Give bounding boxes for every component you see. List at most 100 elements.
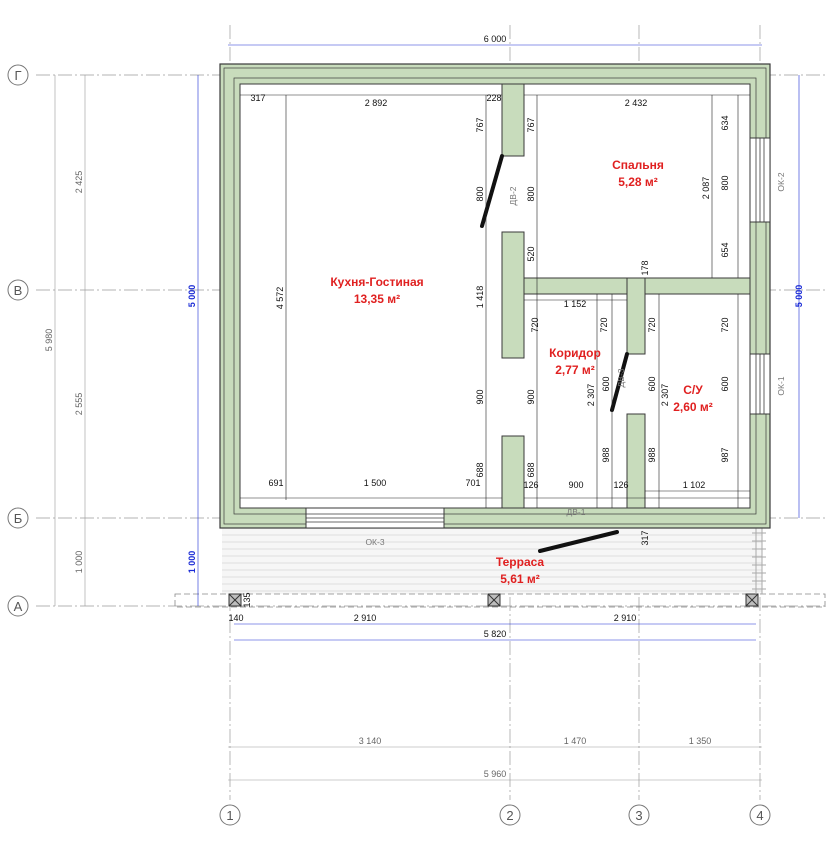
dim-bed-gap-178: 178 (640, 260, 650, 275)
interior-dimensions (240, 94, 750, 508)
axis-label-g: Г (14, 68, 21, 83)
axis-bubble-2 (499, 804, 521, 826)
wall-kitchen-mid (501, 231, 525, 359)
exterior-walls (219, 63, 771, 529)
window-label-ok-3: ОК-3 (365, 537, 384, 547)
axis-bubble-g (7, 64, 29, 86)
wall-bath-bottom (626, 413, 646, 509)
dim-bath-720: 720 (647, 317, 657, 332)
axis-label-v: В (14, 283, 23, 298)
dim-terrace-2910-b: 2 910 (614, 613, 637, 623)
axis-bubbles: Г В Б А 1 2 3 4 (7, 64, 771, 826)
dim-bottom-3140: 3 140 (359, 736, 382, 746)
axis-label-b: Б (14, 511, 23, 526)
dim-bedroom-800: 800 (720, 175, 730, 190)
dim-right-blue-5000: 5 000 (794, 285, 804, 308)
door-label-dv-3: ДВ-3 (616, 368, 626, 387)
dim-kitchen-228: 228 (486, 93, 501, 103)
room-kitchen-living: Кухня-Гостиная 13,35 м² (330, 275, 423, 306)
dim-corridor-1152: 1 152 (564, 299, 587, 309)
outer-dimensions (197, 44, 800, 641)
axis-bubble-1 (219, 804, 241, 826)
room-area-kitchen: 13,35 м² (354, 292, 400, 306)
windows (305, 137, 771, 529)
window-ok-1 (749, 353, 771, 415)
dim-bedroom-654: 654 (720, 242, 730, 257)
dim-post-135: 135 (242, 592, 252, 607)
dim-part-in-520: 520 (526, 246, 536, 261)
room-area-bathroom: 2,60 м² (673, 400, 713, 414)
axis-bubble-b (7, 507, 29, 529)
dim-bedroom-634: 634 (720, 115, 730, 130)
room-area-corridor: 2,77 м² (555, 363, 595, 377)
interior-walls (501, 83, 751, 509)
door-label-dv-2: ДВ-2 (508, 186, 518, 205)
terrace-deck (174, 528, 826, 608)
dim-part-in-688: 688 (526, 462, 536, 477)
window-ok-2 (749, 137, 771, 223)
dim-bath-r-600: 600 (720, 376, 730, 391)
dim-left-1000: 1 000 (74, 551, 84, 574)
dim-part-in-767: 767 (526, 117, 536, 132)
dim-top-total: 6 000 (484, 34, 507, 44)
dim-porch-317: 317 (640, 530, 650, 545)
room-corridor: Коридор 2,77 м² (549, 346, 601, 377)
door-dv-2-leaf (480, 154, 504, 228)
dim-kitchen-2892: 2 892 (365, 98, 388, 108)
dim-bath-1102: 1 102 (683, 480, 706, 490)
dim-post-140: 140 (228, 613, 243, 623)
room-name-corridor: Коридор (549, 346, 601, 360)
dim-left-5980: 5 980 (44, 329, 54, 352)
dim-bath-2307: 2 307 (660, 384, 670, 407)
doors (480, 154, 629, 553)
axis-bubble-4 (749, 804, 771, 826)
dim-bottom-1350: 1 350 (689, 736, 712, 746)
outer-dim-grey (54, 75, 762, 781)
room-bedroom: Спальня 5,28 м² (612, 158, 664, 189)
dim-part-900: 900 (475, 389, 485, 404)
dim-left-blue-1000: 1 000 (187, 551, 197, 574)
door-dv-1-leaf (538, 530, 619, 553)
room-name-bedroom: Спальня (612, 158, 664, 172)
room-name-terrace: Терраса (496, 555, 545, 569)
axis-bubble-a (7, 595, 29, 617)
window-label-ok-1: ОК-1 (776, 376, 786, 395)
dim-terrace-5820: 5 820 (484, 629, 507, 639)
axis-bubble-v (7, 279, 29, 301)
dim-corr-126-a: 126 (523, 480, 538, 490)
dim-bottom-5960: 5 960 (484, 769, 507, 779)
axis-label-1: 1 (226, 808, 233, 823)
dim-bath-r-720: 720 (720, 317, 730, 332)
wall-kitchen-bottom (501, 435, 525, 509)
axis-bubble-3 (628, 804, 650, 826)
window-ok-3 (305, 507, 445, 529)
terrace-railing (752, 528, 766, 594)
dim-part-767: 767 (475, 117, 485, 132)
axis-label-3: 3 (635, 808, 642, 823)
dim-part-in-720: 720 (530, 317, 540, 332)
dim-kitchen-317: 317 (250, 93, 265, 103)
room-terrace: Терраса 5,61 м² (496, 555, 545, 586)
dim-terrace-2910-a: 2 910 (354, 613, 377, 623)
axis-label-2: 2 (506, 808, 513, 823)
dim-part-in-800: 800 (526, 186, 536, 201)
dim-kitchen-691: 691 (268, 478, 283, 488)
window-label-ok-2: ОК-2 (776, 172, 786, 191)
dim-bottom-1470: 1 470 (564, 736, 587, 746)
dim-bedroom-2432: 2 432 (625, 98, 648, 108)
room-name-kitchen: Кухня-Гостиная (330, 275, 423, 289)
dim-part-in-900: 900 (526, 389, 536, 404)
room-name-bathroom: С/У (683, 383, 703, 397)
dim-part-800: 800 (475, 186, 485, 201)
dim-corr-126-b: 126 (613, 480, 628, 490)
axis-label-a: А (14, 599, 23, 614)
dim-corr-600: 600 (601, 376, 611, 391)
dim-corr-988: 988 (601, 447, 611, 462)
dim-part-1418: 1 418 (475, 286, 485, 309)
door-dv-3-leaf (610, 352, 629, 412)
dim-corr-720: 720 (599, 317, 609, 332)
dim-left-blue-5000: 5 000 (187, 285, 197, 308)
dim-bedroom-2087: 2 087 (701, 177, 711, 200)
dim-bath-600: 600 (647, 376, 657, 391)
